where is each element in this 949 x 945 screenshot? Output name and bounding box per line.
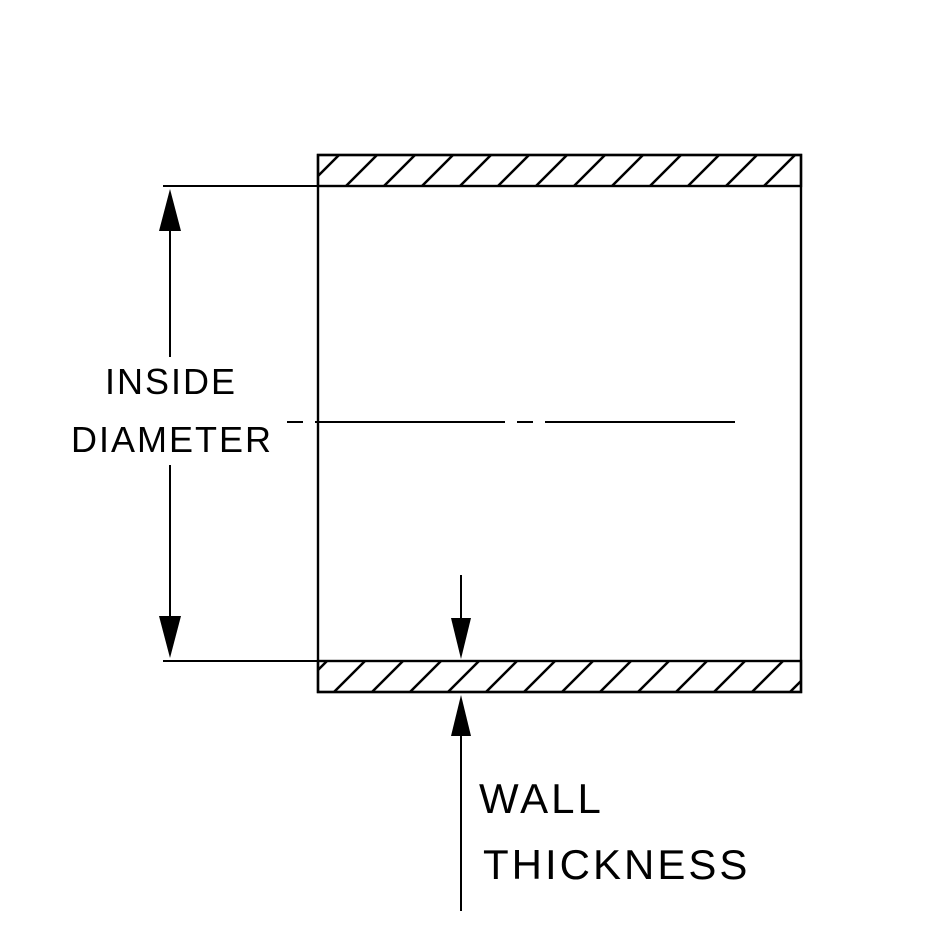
arrowhead-up-icon bbox=[159, 189, 181, 231]
wall-thickness-dimension bbox=[451, 575, 471, 911]
tube-bottom-wall-hatched bbox=[316, 659, 803, 694]
drawing-lines bbox=[159, 153, 803, 911]
wall-thickness-label-line2: THICKNESS bbox=[483, 841, 750, 888]
inside-diameter-dimension bbox=[159, 185, 318, 662]
arrowhead-down-icon bbox=[159, 616, 181, 658]
tube-body bbox=[316, 153, 803, 694]
inside-diameter-label-line2: DIAMETER bbox=[71, 419, 273, 460]
tube-top-wall-hatched bbox=[316, 153, 803, 188]
wall-thickness-label-line1: WALL bbox=[479, 775, 604, 822]
arrowhead-up-icon bbox=[451, 695, 471, 736]
tube-outline bbox=[316, 153, 803, 694]
inside-diameter-label-line1: INSIDE bbox=[105, 361, 237, 402]
arrowhead-down-icon bbox=[451, 618, 471, 659]
